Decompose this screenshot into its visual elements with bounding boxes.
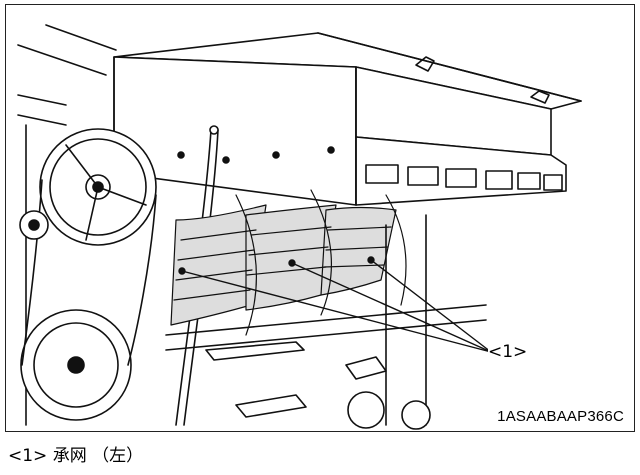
caption-ref: <1> xyxy=(8,446,48,466)
figure-code: 1ASAABAAP366C xyxy=(495,408,626,425)
technical-illustration: 1ASAABAAP366C xyxy=(5,4,635,432)
pulley-assembly xyxy=(19,128,157,421)
figure-caption: <1> 承网 （左） xyxy=(8,441,143,466)
concave-screens xyxy=(170,189,407,336)
lower-frame xyxy=(165,214,487,430)
caption-text: 承网 （左） xyxy=(52,446,144,466)
top-cover xyxy=(113,32,582,206)
machine-drawing xyxy=(17,24,582,430)
callout-label: <1> xyxy=(488,342,528,362)
callout-leaders xyxy=(178,256,492,353)
